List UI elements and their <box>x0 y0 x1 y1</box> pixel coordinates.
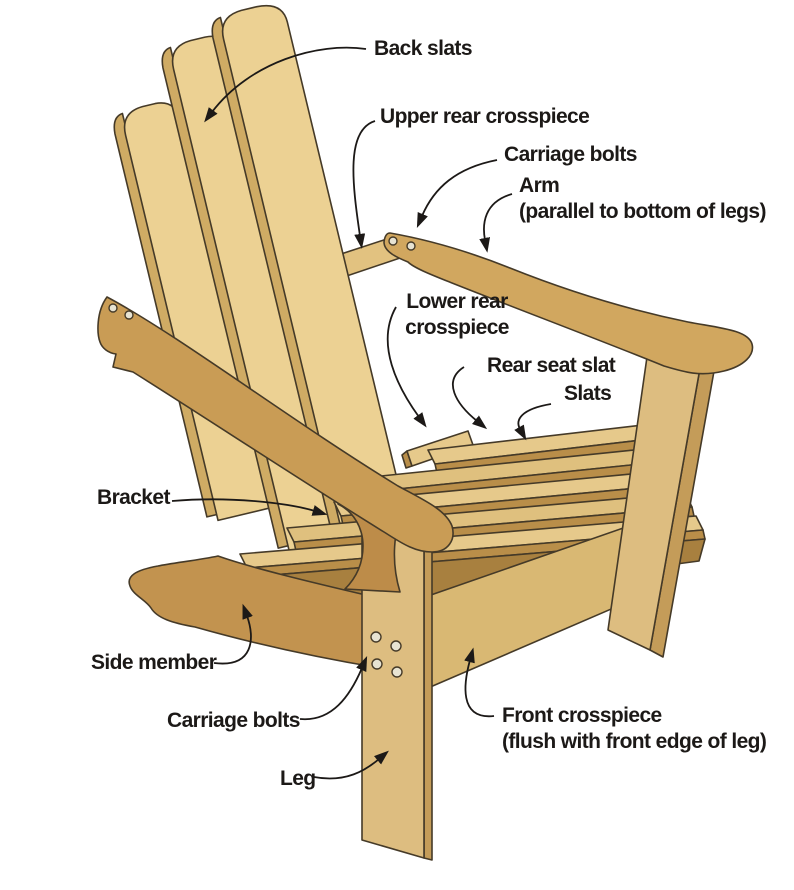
carriage-bolt <box>108 303 118 313</box>
label-arm: Arm (parallel to bottom of legs) <box>519 173 766 225</box>
carriage-bolt <box>388 236 398 246</box>
carriage-bolt <box>391 666 403 678</box>
leader-rear-seat-slat <box>452 366 488 430</box>
leader-carriage-bolts-top <box>416 159 498 228</box>
label-side-member: Side member <box>91 651 217 674</box>
carriage-bolt <box>371 658 383 670</box>
leader-lower-rear-crosspiece <box>386 306 427 428</box>
label-upper-rear-crosspiece: Upper rear crosspiece <box>380 105 590 128</box>
label-lower-rear-crosspiece: Lower rear crosspiece <box>393 289 521 341</box>
carriage-bolt <box>124 310 134 320</box>
chair-left-arm <box>97 296 454 553</box>
label-front-crosspiece: Front crosspiece (flush with front edge … <box>502 703 767 755</box>
leader-upper-rear-crosspiece <box>352 120 376 249</box>
label-arm-line2: (parallel to bottom of legs) <box>519 200 766 223</box>
label-carriage-bolts-top: Carriage bolts <box>504 143 637 166</box>
chair-left-leg <box>361 505 433 861</box>
carriage-bolt <box>406 241 416 251</box>
carriage-bolt <box>370 631 382 643</box>
leader-bracket <box>171 498 328 516</box>
label-bracket: Bracket <box>97 486 170 509</box>
leader-slats <box>514 403 552 441</box>
chair-side-member <box>128 555 431 675</box>
label-leg: Leg <box>280 767 316 790</box>
leader-back-slats <box>204 46 367 123</box>
leader-lines <box>171 46 552 780</box>
label-lower-rear-crosspiece-line1: Lower rear <box>406 290 508 313</box>
chair-right-arm <box>383 232 754 375</box>
label-front-crosspiece-line1: Front crosspiece <box>502 704 662 727</box>
label-rear-seat-slat: Rear seat slat <box>487 354 616 377</box>
chair-back-slat-right <box>211 4 414 562</box>
label-slats: Slats <box>564 382 612 405</box>
label-back-slats: Back slats <box>374 37 473 60</box>
label-lower-rear-crosspiece-line2: crosspiece <box>405 316 509 339</box>
leader-arm <box>479 193 513 253</box>
leader-carriage-bolts-bottom <box>299 656 368 720</box>
label-carriage-bolts-bottom: Carriage bolts <box>167 709 300 732</box>
leader-side-member <box>213 603 253 665</box>
label-front-crosspiece-line2: (flush with front edge of leg) <box>502 730 767 753</box>
leader-front-crosspiece <box>464 647 495 717</box>
leader-leg <box>313 750 389 780</box>
label-arm-line1: Arm <box>519 174 560 197</box>
carriage-bolt <box>390 640 402 652</box>
